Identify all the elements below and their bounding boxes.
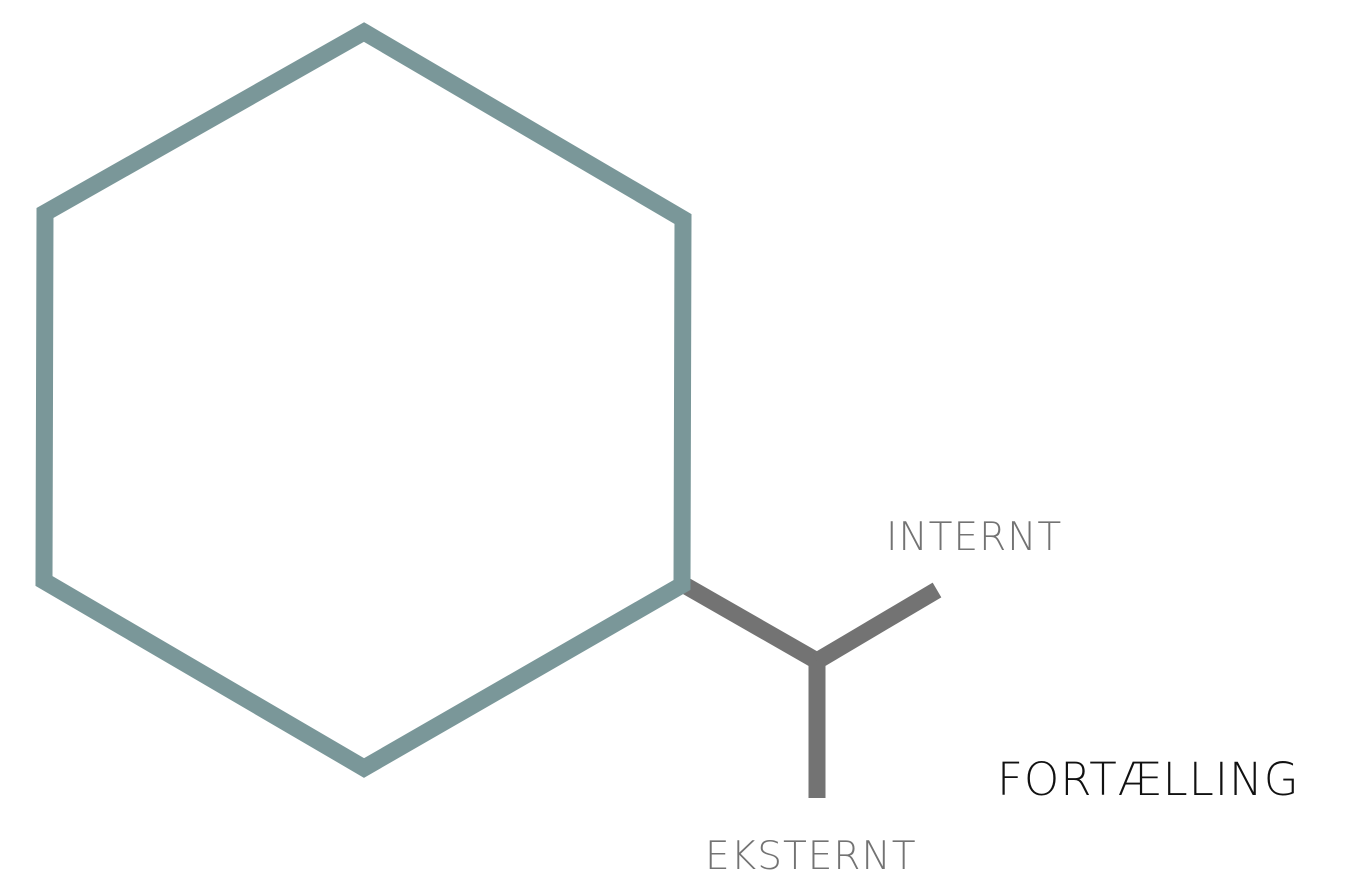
label-fortaelling: FORTÆLLING	[997, 753, 1300, 806]
label-internt: INTERNT	[886, 515, 1063, 560]
branch-from-hexagon	[681, 578, 822, 669]
y-connector	[681, 578, 942, 798]
hexagon-shape	[35, 22, 692, 778]
label-eksternt: EKSTERNT	[705, 834, 917, 876]
branch-internal	[812, 582, 942, 669]
